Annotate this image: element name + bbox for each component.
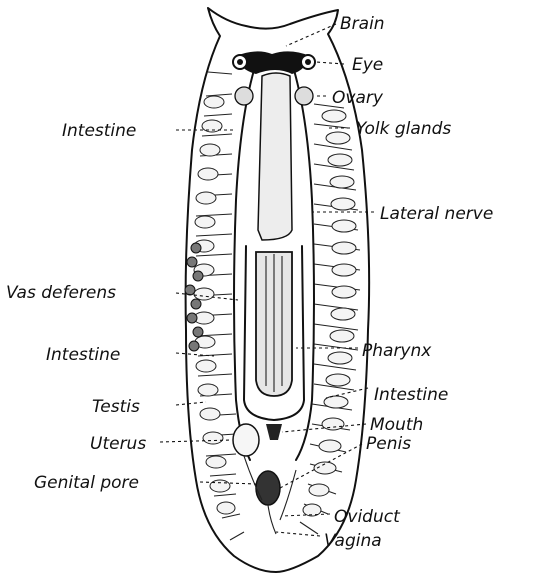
penis xyxy=(256,471,280,505)
vagina xyxy=(268,505,276,534)
label-genital-pore: Genital pore xyxy=(34,473,139,493)
label-vagina: Vagina xyxy=(324,531,382,551)
label-vas-deferens: Vas deferens xyxy=(6,283,116,303)
label-brain: Brain xyxy=(340,14,385,34)
label-yolk-glands: Yolk glands xyxy=(356,119,451,139)
anterior-intestine xyxy=(258,73,292,240)
label-eye: Eye xyxy=(352,55,383,75)
label-ovary: Ovary xyxy=(332,88,384,108)
label-intestine-lower: Intestine xyxy=(46,345,120,365)
label-uterus: Uterus xyxy=(90,434,146,454)
label-testis: Testis xyxy=(92,397,140,417)
label-pharynx: Pharynx xyxy=(362,341,432,361)
left-intestine-branches xyxy=(196,72,244,540)
label-penis: Penis xyxy=(366,434,411,454)
uterus xyxy=(233,424,259,456)
label-intestine-right: Intestine xyxy=(374,385,448,405)
label-intestine-upper: Intestine xyxy=(62,121,136,141)
label-lateral-nerve: Lateral nerve xyxy=(380,204,493,224)
mouth xyxy=(266,424,282,440)
label-mouth: Mouth xyxy=(370,415,423,435)
label-oviduct: Oviduct xyxy=(334,507,401,527)
